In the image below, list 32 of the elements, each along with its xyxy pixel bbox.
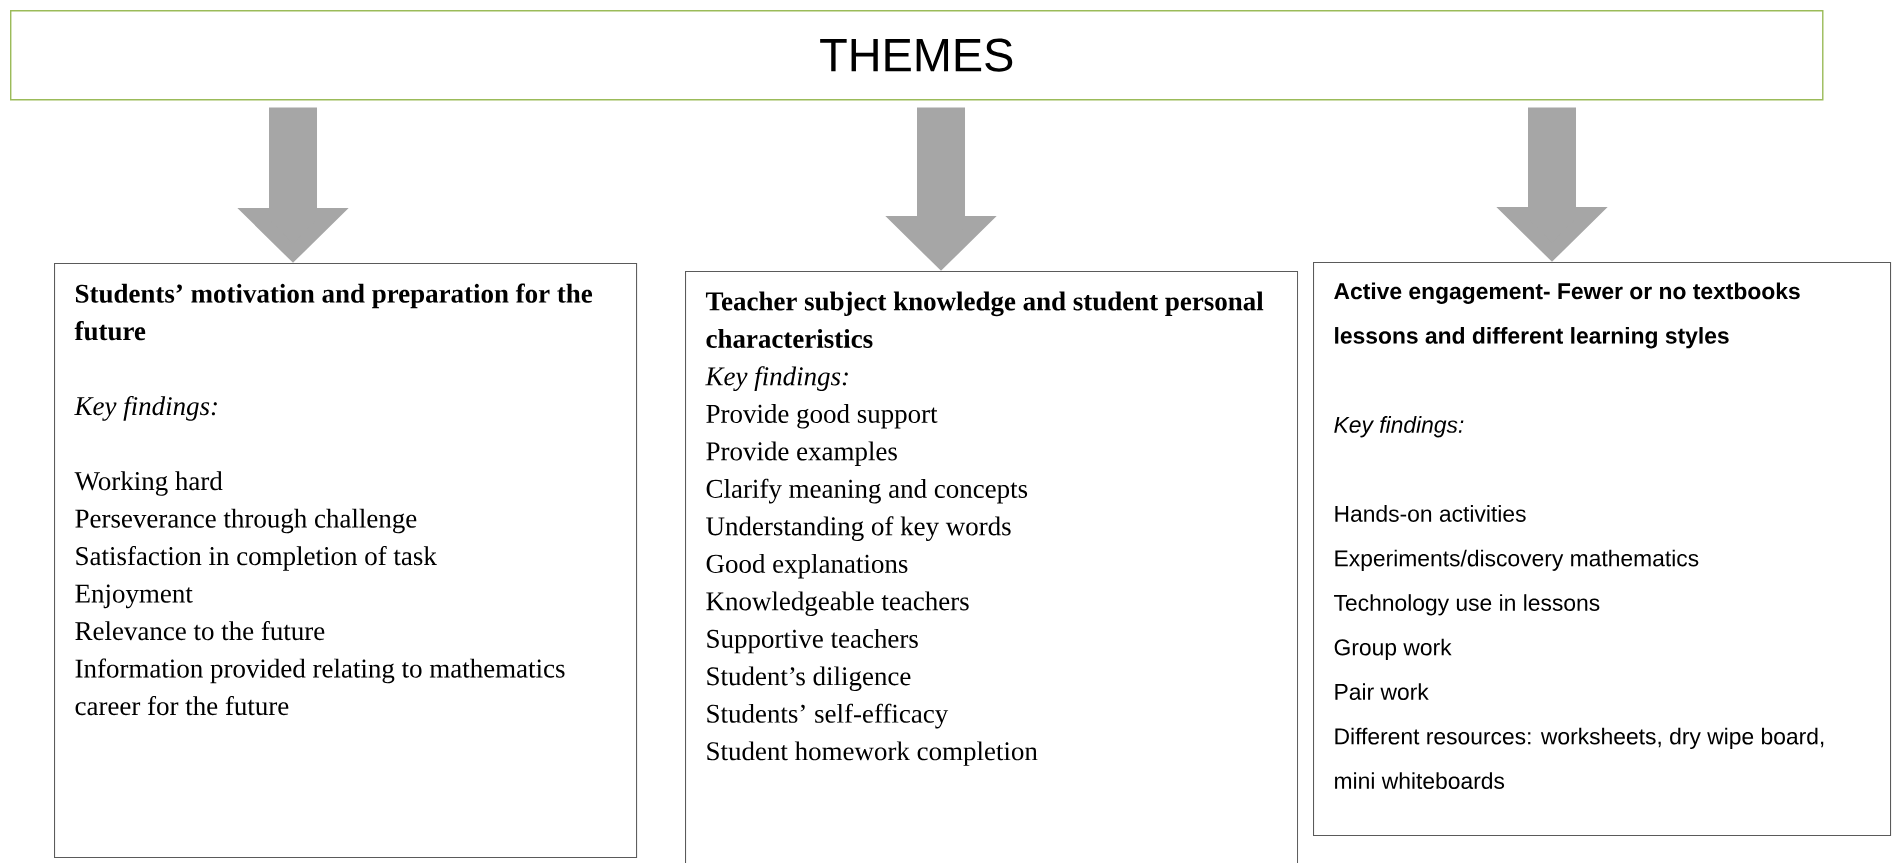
list-item: Provide examples [706, 441, 897, 466]
list-item: Clarify meaning and concepts [706, 478, 1028, 504]
heading: Active engagement- Fewer or no textbooks lessons and different learning styles [1334, 282, 1800, 349]
list-item: Good explanations [706, 553, 908, 579]
list-item: Supportive teachers [707, 628, 918, 654]
theme-box [1313, 262, 1892, 837]
list-item: Different resources: worksheets, dry wipe board, mini whiteboards [1335, 727, 1824, 789]
title-box: THEMES [10, 10, 1824, 101]
subheading: Key findings: [1334, 416, 1464, 438]
subheading: Key findings: [705, 366, 848, 392]
heading: Students’ motivation and preparation for the future [74, 283, 593, 341]
theme-box [685, 271, 1299, 863]
subheading: Key findings: [74, 396, 217, 421]
list-item: Knowledgeable teachers [706, 591, 969, 616]
list-item: Pair work [1335, 683, 1429, 700]
heading: Teacher subject knowledge and student personal characteristics [705, 291, 1264, 348]
list-item: Technology use in lessons [1334, 594, 1600, 616]
list-item: Hands-on activities [1335, 505, 1526, 522]
list-item: Working hard [74, 471, 223, 496]
list-item: Understanding of key words [706, 516, 1011, 541]
list-item: Provide good support [706, 404, 938, 429]
list-item: Perseverance through challenge [75, 508, 417, 534]
list-item: Student’s diligence [707, 666, 911, 691]
list-item: Satisfaction in completion of task [76, 545, 437, 571]
list-item: Experiments/discovery mathematics [1335, 549, 1699, 571]
list-item: Student homework completion [707, 741, 1038, 766]
list-item: Students’ self-efficacy [707, 703, 949, 729]
list-item: Relevance to the future [75, 620, 325, 641]
list-item: Group work [1334, 638, 1452, 660]
list-item: Enjoyment [75, 584, 193, 609]
theme-box [54, 263, 638, 859]
list-item: Information provided relating to mathematics career for the future [75, 658, 565, 716]
